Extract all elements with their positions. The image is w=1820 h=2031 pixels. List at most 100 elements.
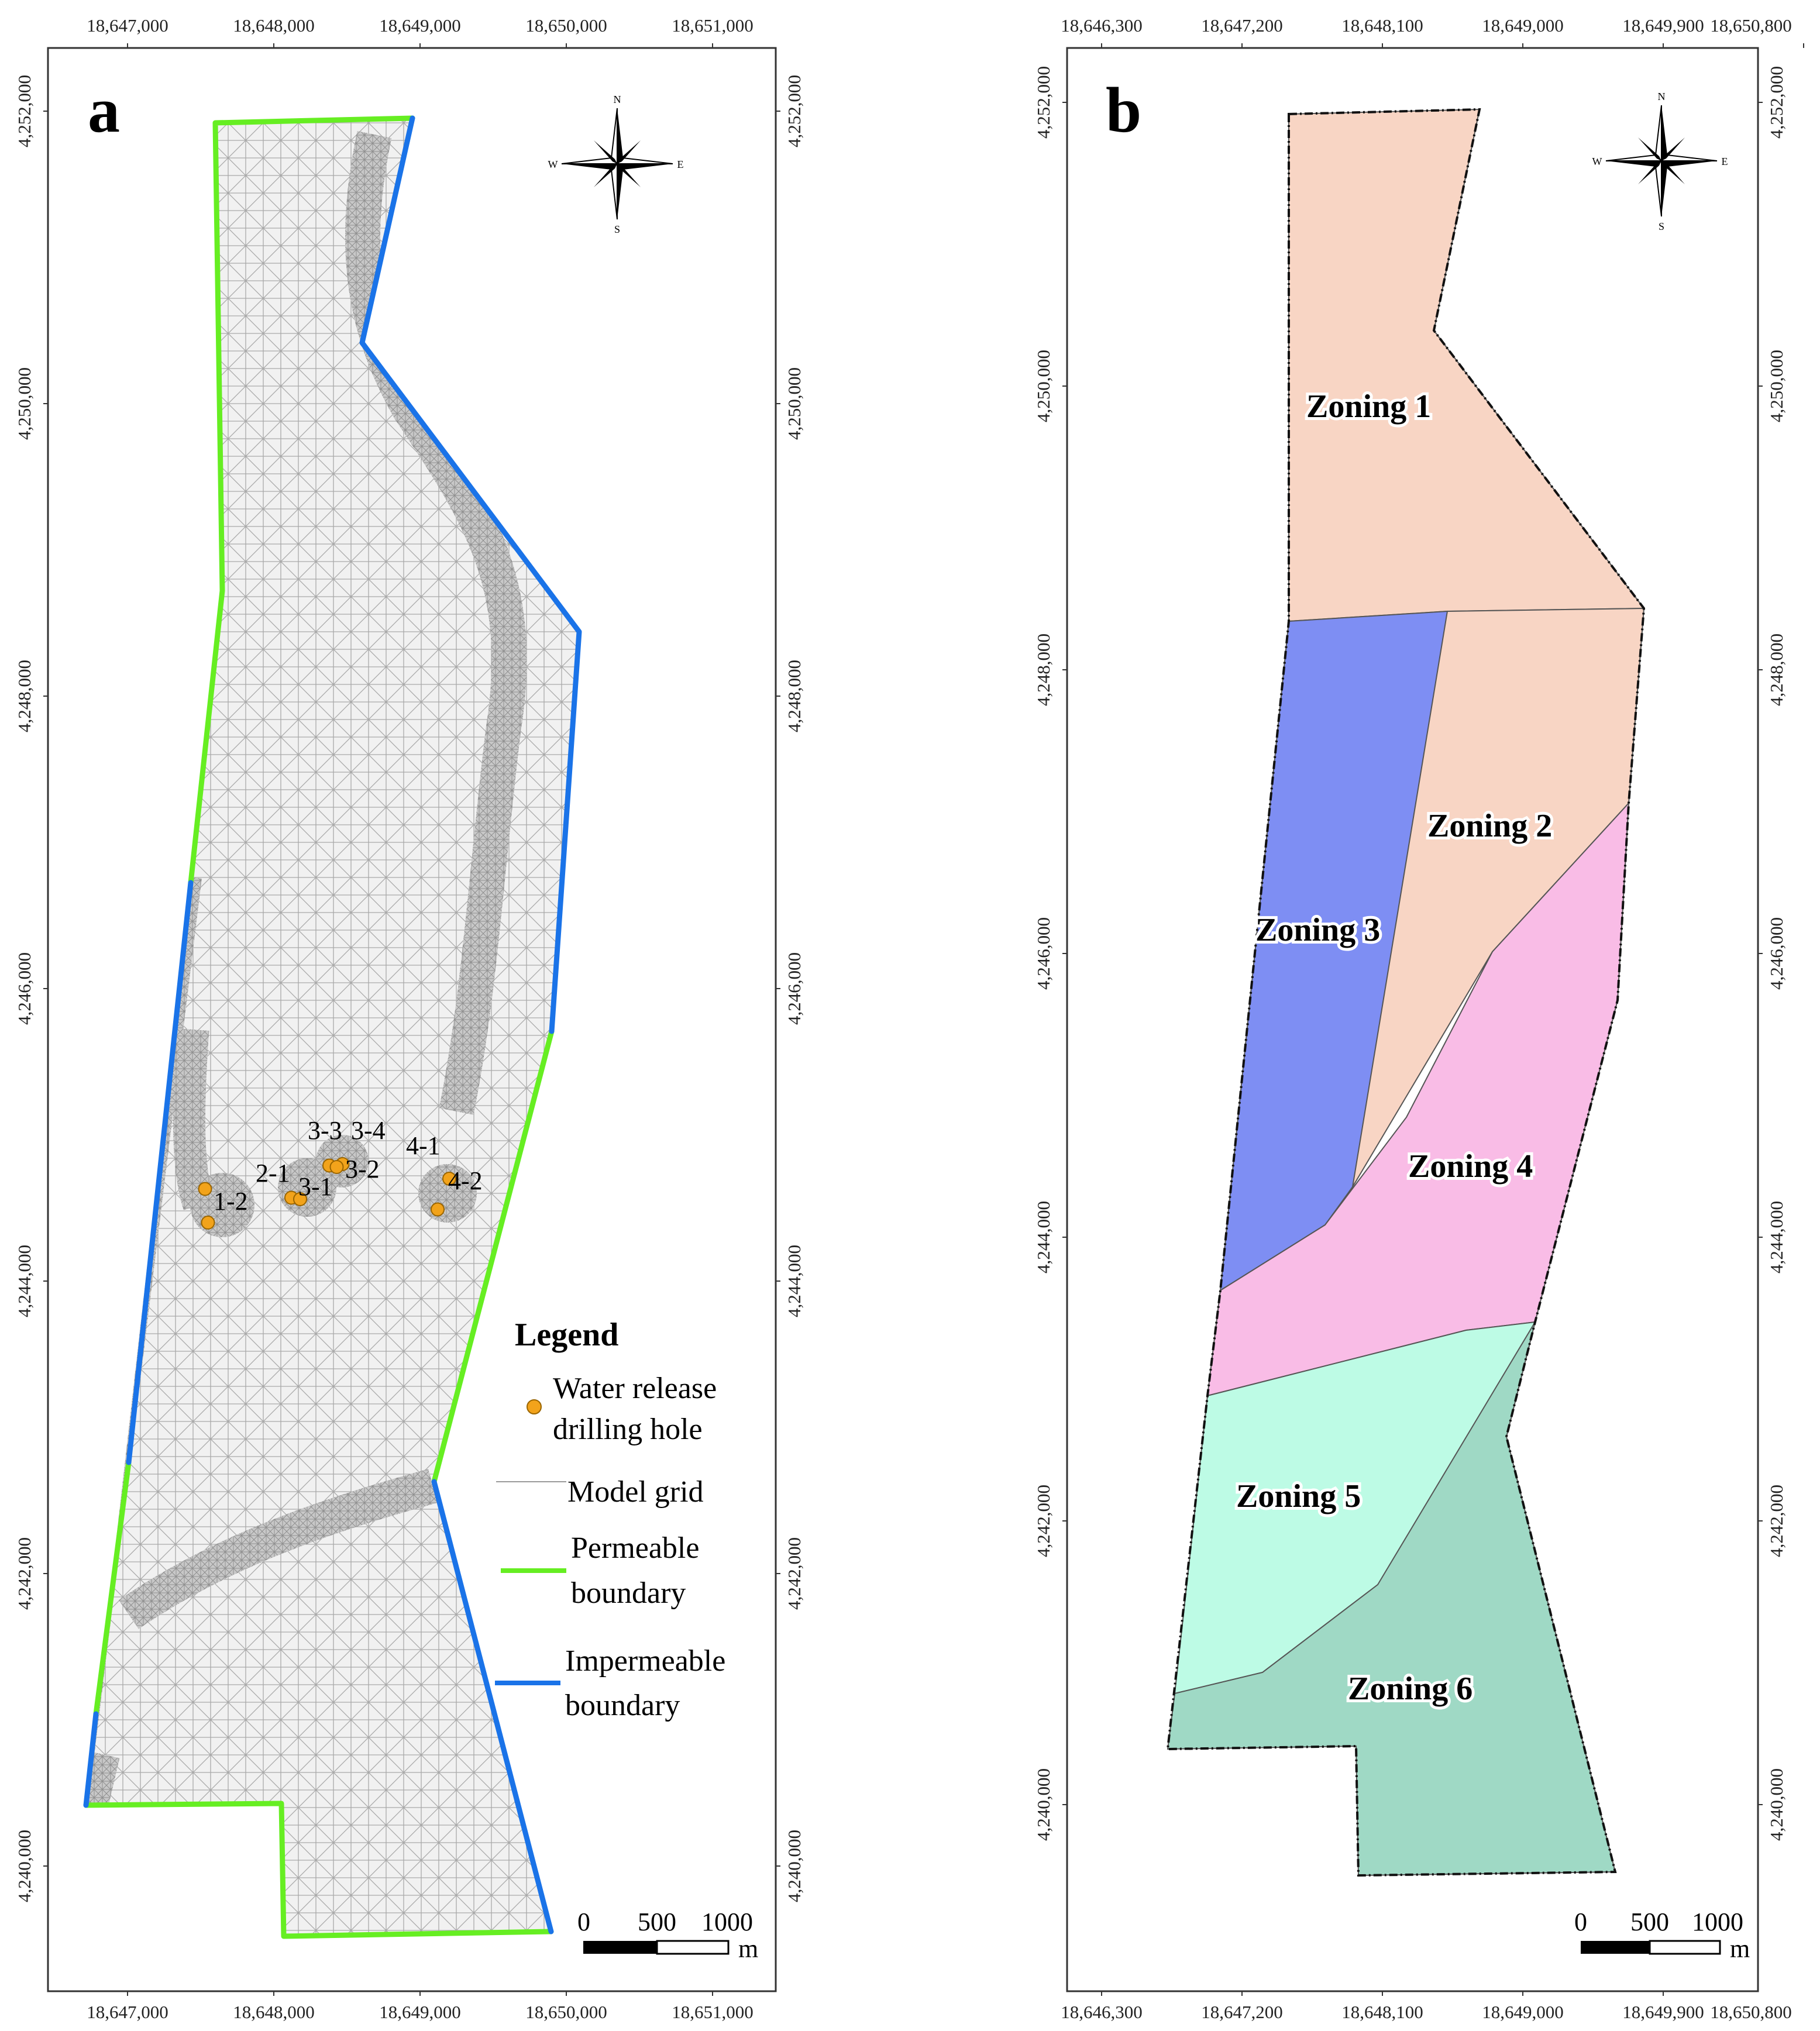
- panel-b-xtick-top-2: 18,647,200: [1201, 15, 1283, 36]
- panel-b-ytick-right-1: 4,252,000: [1766, 66, 1787, 139]
- compass-s-a: S: [614, 223, 620, 235]
- panel-a-ytick-left-2: 4,250,000: [14, 367, 35, 440]
- legend-drill-line2: drilling hole: [553, 1413, 703, 1446]
- scale-b-0: 0: [1574, 1908, 1587, 1936]
- panel-a-xtick-top-2: 18,648,000: [233, 15, 315, 36]
- scale-b-1000: 1000: [1692, 1908, 1743, 1936]
- hole-label-4-2: 4-2: [448, 1166, 483, 1195]
- panel-a-xtick-top-4: 18,650,000: [525, 15, 607, 36]
- legend-perm-line1: Permeable: [571, 1531, 699, 1565]
- panel-b-ytick-left-1: 4,252,000: [1033, 66, 1054, 139]
- panel-a-ytick-left-4: 4,246,000: [14, 952, 35, 1025]
- panel-b-xtick-top-4: 18,649,000: [1482, 15, 1564, 36]
- panel-a-xtick-bottom-5: 18,651,000: [672, 2002, 754, 2022]
- panel-a-xtick-top-5: 18,651,000: [672, 15, 754, 36]
- compass-e-a: E: [677, 159, 684, 170]
- drilling-hole-marker: [431, 1202, 445, 1217]
- zones: [1167, 108, 1645, 1877]
- panel-a-ytick-right-3: 4,248,000: [784, 660, 804, 732]
- scale-a-unit: m: [738, 1934, 758, 1963]
- scale-b-unit: m: [1730, 1934, 1750, 1963]
- panel-b-xtick-bottom-5: 18,649,900: [1622, 2002, 1704, 2022]
- scale-a-1000: 1000: [701, 1908, 753, 1936]
- north-arrow-a: N S E W: [548, 94, 684, 235]
- permeable-boundary: [83, 115, 555, 1939]
- drilling-holes: [198, 1157, 456, 1230]
- panel-b-ytick-right-2: 4,250,000: [1766, 350, 1787, 422]
- scale-bar-a: 0 500 1000 m: [577, 1908, 758, 1963]
- drilling-hole-marker: [198, 1182, 212, 1196]
- panel-a-xtick-bottom-2: 18,648,000: [233, 2002, 315, 2022]
- zone-label-6: Zoning 6: [1348, 1671, 1472, 1707]
- drilling-hole-marker: [329, 1160, 344, 1174]
- panel-b-xtick-bottom-4: 18,649,000: [1482, 2002, 1564, 2022]
- panel-a-xtick-bottom-1: 18,647,000: [87, 2002, 168, 2022]
- zone-label-1: Zoning 1: [1306, 388, 1431, 425]
- panel-b-left-axis: 4,252,000 4,250,000 4,248,000 4,246,000 …: [1033, 66, 1067, 1841]
- legend-imperm-line1: Impermeable: [565, 1644, 725, 1678]
- hole-label-3-1: 3-1: [298, 1172, 333, 1201]
- panel-b-xtick-bottom-6: 18,650,800: [1710, 2002, 1792, 2022]
- zone-label-3: Zoning 3: [1255, 912, 1380, 948]
- panel-b-ytick-right-7: 4,240,000: [1766, 1768, 1787, 1841]
- panel-b-bottom-axis: 18,646,300 18,647,200 18,648,100 18,649,…: [1061, 1991, 1792, 2022]
- panel-b-xtick-bottom-3: 18,648,100: [1341, 2002, 1423, 2022]
- compass-e-b: E: [1722, 156, 1728, 167]
- panel-a-left-axis: 4,252,000 4,250,000 4,248,000 4,246,000 …: [14, 75, 48, 1902]
- hole-labels: 1-2 2-1 3-1 3-3 3-4 3-2 4-1 4-2: [214, 1116, 483, 1216]
- panel-b-xtick-top-3: 18,648,100: [1341, 15, 1423, 36]
- panel-a-ytick-right-7: 4,240,000: [784, 1830, 804, 1902]
- panel-a-right-axis: 4,252,000 4,250,000 4,248,000 4,246,000 …: [776, 75, 804, 1902]
- panel-b: 18,646,300 18,647,200 18,648,100 18,649,…: [1033, 15, 1804, 2022]
- zone-labels: Zoning 1 Zoning 2 Zoning 3 Zoning 4 Zoni…: [1233, 385, 1555, 1710]
- hole-label-3-3: 3-3: [308, 1116, 342, 1145]
- scale-bar-b: 0 500 1000 m: [1574, 1908, 1750, 1963]
- panel-b-xtick-bottom-2: 18,647,200: [1201, 2002, 1283, 2022]
- panel-b-ytick-left-6: 4,242,000: [1033, 1485, 1054, 1557]
- legend-perm-line2: boundary: [571, 1576, 686, 1610]
- panel-b-ytick-right-3: 4,248,000: [1766, 634, 1787, 706]
- model-outline-b: [1166, 108, 1646, 1877]
- compass-n-a: N: [614, 94, 621, 105]
- panel-a-ytick-left-6: 4,242,000: [14, 1537, 35, 1610]
- hole-label-1-2: 1-2: [214, 1187, 248, 1216]
- impermeable-boundary: [83, 115, 582, 1934]
- panel-b-top-axis: 18,646,300 18,647,200 18,648,100 18,649,…: [1061, 15, 1804, 48]
- drilling-hole-marker: [442, 1172, 456, 1186]
- panel-a-ytick-left-3: 4,248,000: [14, 660, 35, 732]
- panel-a-letter: a: [88, 74, 120, 146]
- zone-label-4: Zoning 4: [1408, 1148, 1533, 1185]
- panel-b-xtick-top-5: 18,649,900: [1622, 15, 1704, 36]
- panel-b-ytick-right-5: 4,244,000: [1766, 1201, 1787, 1273]
- panel-b-ytick-left-7: 4,240,000: [1033, 1768, 1054, 1841]
- hole-label-4-1: 4-1: [406, 1131, 441, 1160]
- panel-a-ytick-left-5: 4,244,000: [14, 1245, 35, 1317]
- panel-a-ytick-right-4: 4,246,000: [784, 952, 804, 1025]
- panel-b-ytick-left-3: 4,248,000: [1033, 634, 1054, 706]
- panel-a-bottom-axis: 18,647,000 18,648,000 18,649,000 18,650,…: [87, 1991, 754, 2022]
- scale-a-500: 500: [638, 1908, 676, 1936]
- panel-b-xtick-bottom-1: 18,646,300: [1061, 2002, 1143, 2022]
- drilling-hole-marker: [201, 1216, 215, 1230]
- panel-b-right-axis: 4,252,000 4,250,000 4,248,000 4,246,000 …: [1758, 66, 1787, 1841]
- compass-w-a: W: [548, 159, 558, 170]
- compass-w-b: W: [1592, 156, 1602, 167]
- panel-a-xtick-bottom-4: 18,650,000: [525, 2002, 607, 2022]
- hole-label-3-4: 3-4: [351, 1116, 386, 1145]
- legend-hole-swatch: [527, 1399, 542, 1414]
- zone-label-2: Zoning 2: [1427, 808, 1552, 844]
- legend-drill-line1: Water release: [553, 1372, 717, 1405]
- scale-b-500: 500: [1630, 1908, 1669, 1936]
- panel-b-ytick-left-4: 4,246,000: [1033, 917, 1054, 990]
- panel-b-xtick-top-1: 18,646,300: [1061, 15, 1143, 36]
- compass-n-b: N: [1658, 91, 1666, 102]
- panel-a-xtick-bottom-3: 18,649,000: [379, 2002, 461, 2022]
- panel-b-ytick-right-4: 4,246,000: [1766, 917, 1787, 990]
- scale-a-0: 0: [577, 1908, 590, 1936]
- panel-a-xtick-top-1: 18,647,000: [87, 15, 168, 36]
- legend-imperm-line2: boundary: [565, 1689, 680, 1722]
- panel-a-ytick-left-7: 4,240,000: [14, 1830, 35, 1902]
- panel-a-ytick-left-1: 4,252,000: [14, 75, 35, 147]
- panel-a-ytick-right-2: 4,250,000: [784, 367, 804, 440]
